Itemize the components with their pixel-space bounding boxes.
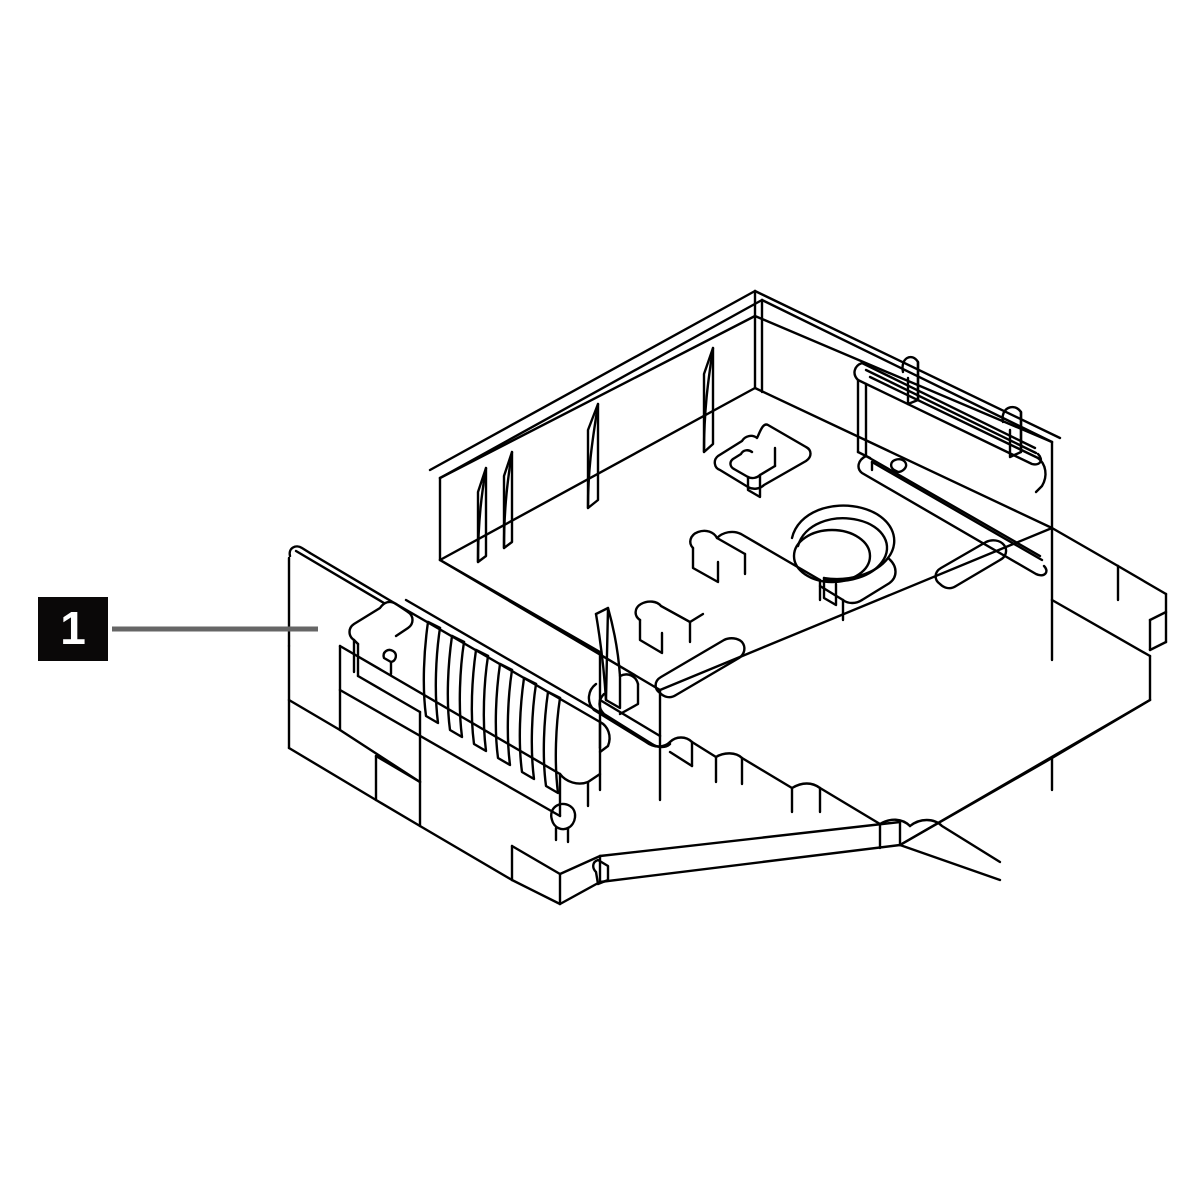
comb-fin-block (338, 598, 611, 818)
callout-badge-1[interactable]: 1 (38, 597, 108, 661)
callout-badge-1-label: 1 (60, 602, 86, 654)
tray-floor (438, 526, 1054, 692)
left-lower-side (338, 674, 422, 784)
rear-right-rail (853, 355, 1047, 494)
centre-tall-fin (594, 606, 640, 716)
part-outline-group (287, 289, 1168, 906)
right-lower-inner-wall (898, 756, 1054, 882)
rear-left-wall-ribs (476, 346, 715, 564)
floor-relief-pattern (634, 423, 1048, 699)
right-end-flange (898, 526, 1168, 847)
bottom-front-skirt (418, 802, 902, 906)
front-centre-ridge (587, 650, 912, 850)
front-left-flange-panel (287, 545, 422, 828)
rear-walls (428, 289, 1062, 562)
